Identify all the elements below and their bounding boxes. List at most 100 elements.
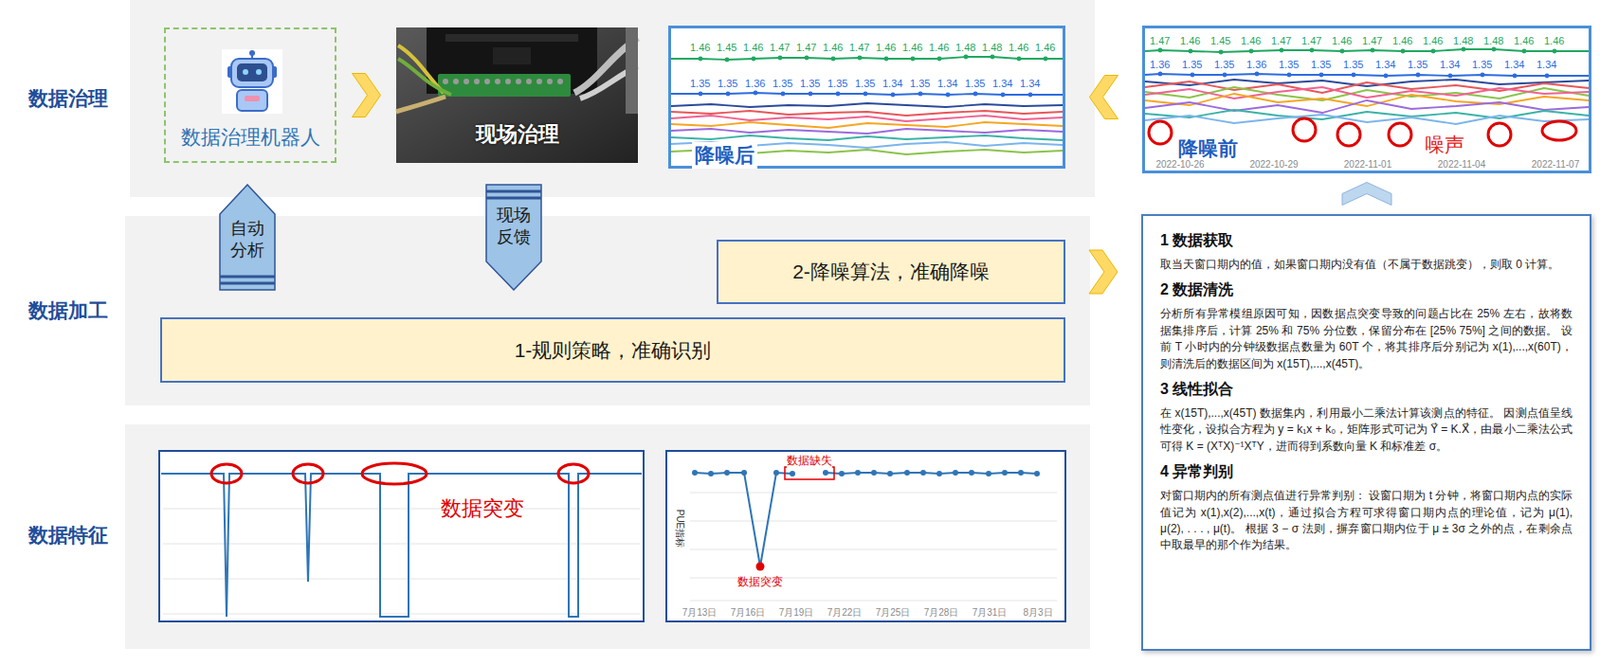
date-tick: 7月16日	[724, 606, 772, 620]
axis-value: 1.35	[772, 77, 793, 90]
node-label: 自动分析	[230, 218, 265, 263]
axis-value: 1.34	[1504, 58, 1525, 71]
node-label: 数据特征	[18, 522, 118, 549]
axis-value: 1.47	[1271, 35, 1291, 47]
section-heading: 4 异常判别	[1160, 462, 1573, 483]
axis-value: 1.46	[1513, 35, 1534, 47]
arrow-body	[486, 184, 542, 291]
node-label: PUE指标	[672, 503, 687, 555]
axis-value: 1.47	[769, 41, 790, 54]
node-label: 噪声	[1422, 131, 1467, 159]
axis-value: 1.46	[1008, 41, 1029, 54]
axis-value: 1.35	[827, 77, 848, 90]
chart-panel: 数据缺失数据突变PUE指标	[665, 450, 1067, 623]
node-label: 数据治理	[18, 85, 118, 112]
date-tick: 7月19日	[772, 606, 820, 620]
date-tick: 7月28日	[917, 606, 965, 620]
node-label: 降噪后	[691, 142, 758, 169]
section-body: 分析所有异常模组原因可知，因数据点突变导致的问题占比在 25% 左右，故将数据集…	[1160, 306, 1573, 373]
date-tick: 2022-11-01	[1338, 159, 1398, 170]
noise-marker	[1148, 118, 1577, 146]
date-tick: 2022-11-04	[1432, 159, 1491, 170]
axis-value: 1.35	[1343, 58, 1364, 71]
stage-band: 数据治理数据治理机器人现场治理降噪后	[129, 0, 1095, 198]
axis-value: 1.35	[964, 77, 985, 90]
chevron-arrow	[1342, 182, 1392, 206]
method-panel: 1 数据获取取当天窗口期内的值，如果窗口期内没有值（不属于数据跳变），则取 0 …	[1141, 214, 1592, 652]
axis-value: 1.48	[981, 41, 1002, 54]
axis-value: 1.46	[928, 41, 949, 54]
axis-value: 1.36	[745, 77, 765, 90]
axis-value: 1.46	[1392, 35, 1413, 47]
axis-value: 1.45	[716, 41, 737, 54]
line-chart	[1145, 49, 1589, 125]
node-label: 降噪前	[1175, 135, 1241, 163]
axis-value: 1.34	[1536, 58, 1557, 71]
axis-value: 1.48	[1483, 35, 1504, 47]
axis-value: 1.35	[1181, 58, 1202, 71]
node-label: 数据加工	[18, 297, 118, 325]
axis-value: 1.35	[1278, 58, 1299, 71]
arrow-body	[219, 184, 275, 291]
axis-value: 1.35	[800, 77, 820, 90]
node-label: 数据突变	[440, 494, 525, 524]
process-box: 1-规则策略，准确识别	[160, 317, 1066, 383]
axis-value: 1.35	[1310, 58, 1331, 71]
section-heading: 2 数据清洗	[1160, 280, 1573, 301]
arrow-stripe	[486, 190, 542, 194]
date-tick: 7月22日	[820, 606, 869, 620]
axis-value: 1.46	[822, 41, 843, 54]
date-tick: 7月13日	[675, 606, 724, 620]
arrow-stripe	[486, 197, 542, 200]
axis-value: 1.36	[1149, 58, 1170, 71]
chevron-shape	[1342, 182, 1392, 206]
axis-value: 1.46	[1180, 35, 1200, 47]
chevron-shape	[1089, 250, 1118, 294]
axis-value: 1.34	[1439, 58, 1460, 71]
date-tick: 7月25日	[869, 606, 917, 620]
axis-value: 1.46	[1331, 35, 1352, 47]
axis-value: 1.47	[1301, 35, 1322, 47]
axis-value: 1.35	[690, 77, 710, 90]
chart-panel: 数据突变	[158, 450, 645, 623]
axis-value: 1.35	[1407, 58, 1428, 71]
axis-value: 1.34	[1019, 77, 1040, 90]
chevron-arrow	[352, 73, 382, 118]
axis-value: 1.35	[1472, 58, 1492, 71]
axis-value: 1.34	[937, 77, 958, 90]
box-label: 2-降噪算法，准确降噪	[792, 258, 990, 286]
date-tick: 8月3日	[1014, 606, 1062, 620]
axis-value: 1.35	[717, 77, 738, 90]
box-label: 1-规则策略，准确识别	[514, 337, 712, 364]
axis-value: 1.46	[690, 41, 710, 54]
section-heading: 3 线性拟合	[1160, 380, 1573, 400]
process-box: 2-降噪算法，准确降噪	[716, 239, 1066, 305]
section-body: 取当天窗口期内的值，如果窗口期内没有值（不属于数据跳变），则取 0 计算。	[1160, 256, 1573, 273]
section-body: 在 x(15T),...,x(45T) 数据集内，利用最小二乘法计算该测点的特征…	[1160, 405, 1573, 455]
axis-value: 1.46	[1544, 35, 1564, 47]
axis-value: 1.34	[882, 77, 903, 90]
axis-value: 1.48	[955, 41, 976, 54]
robot-box: 数据治理机器人	[163, 27, 337, 164]
section-body: 对窗口期内的所有测点值进行异常判别： 设窗口期为 t 分钟，将窗口期内点的实际值…	[1160, 488, 1573, 555]
axis-value: 1.35	[1214, 58, 1235, 71]
axis-value: 1.34	[992, 77, 1013, 90]
axis-value: 1.35	[854, 77, 875, 90]
axis-value: 1.46	[743, 41, 764, 54]
node-label: 数据突变	[737, 574, 783, 591]
photo-panel: 现场治理	[396, 27, 638, 164]
date-tick: 2022-10-26	[1150, 159, 1210, 170]
node-label: 现场治理	[396, 120, 638, 149]
line-chart	[671, 56, 1063, 155]
robot-icon	[221, 49, 283, 114]
axis-value: 1.46	[875, 41, 896, 54]
chart-panel: 降噪前 噪声	[1142, 25, 1592, 174]
axis-value: 1.47	[1149, 35, 1170, 47]
spike-chart	[161, 463, 642, 618]
axis-value: 1.46	[1035, 41, 1055, 54]
axis-value: 1.47	[1362, 35, 1382, 47]
axis-value: 1.48	[1453, 35, 1473, 47]
axis-value: 1.47	[849, 41, 870, 54]
chevron-shape	[1090, 75, 1119, 120]
axis-value: 1.35	[909, 77, 930, 90]
